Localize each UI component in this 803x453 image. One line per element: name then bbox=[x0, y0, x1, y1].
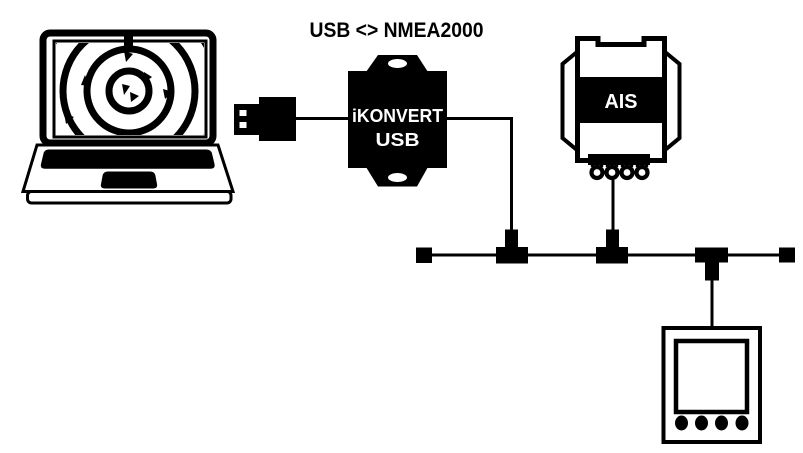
converter-drop-cable bbox=[447, 117, 513, 232]
radar-target-blip bbox=[81, 75, 89, 86]
laptop-keyboard bbox=[40, 149, 215, 169]
ais-label: AIS bbox=[605, 91, 638, 113]
t-connector-base bbox=[596, 247, 628, 264]
cable-gland bbox=[634, 161, 650, 181]
usb-plug-tip bbox=[234, 104, 260, 135]
usb-plug-icon bbox=[234, 97, 349, 141]
t-connector-1 bbox=[496, 229, 528, 264]
t-connector-stem bbox=[505, 229, 518, 248]
mounting-flange-left bbox=[560, 47, 579, 155]
instrument-display bbox=[661, 326, 762, 444]
ais-label-band bbox=[575, 77, 667, 123]
display-button bbox=[735, 415, 749, 431]
display-button bbox=[715, 415, 728, 431]
radar-target-blip bbox=[130, 92, 139, 102]
backbone-terminator-left bbox=[416, 247, 432, 263]
nmea2000-backbone bbox=[416, 229, 795, 330]
t-connector-base bbox=[496, 247, 528, 264]
cable-gland bbox=[604, 161, 620, 181]
t-connector-3 bbox=[695, 247, 728, 281]
radar-ring bbox=[59, 43, 199, 135]
radar-display bbox=[56, 43, 204, 135]
display-button bbox=[675, 415, 688, 431]
usb-plug-body bbox=[259, 97, 296, 141]
ikonvert-usb-converter: iKONVERT USB bbox=[348, 55, 513, 232]
ais-transponder: AIS bbox=[560, 36, 682, 232]
converter-body bbox=[348, 71, 447, 168]
webcam-notch bbox=[124, 36, 133, 46]
radar-ring bbox=[105, 67, 153, 115]
radar-target-blip bbox=[64, 113, 74, 124]
usb-contact bbox=[239, 122, 247, 128]
mounting-flange-right bbox=[663, 47, 682, 155]
mounting-hole-top bbox=[388, 59, 407, 68]
terminal-block bbox=[588, 154, 650, 165]
mounting-hole-bottom bbox=[388, 173, 407, 182]
radar-target-blip bbox=[144, 72, 152, 83]
radar-target-blip bbox=[163, 89, 173, 99]
laptop-front-edge bbox=[26, 190, 233, 205]
radar-target-blip bbox=[124, 51, 133, 62]
diagram-title: USB <> NMEA2000 bbox=[310, 19, 484, 42]
cable-gland bbox=[589, 161, 605, 181]
display-button bbox=[695, 415, 708, 431]
t-connector-stem bbox=[705, 262, 719, 281]
usb-contact bbox=[239, 110, 247, 116]
backbone-terminator-right bbox=[779, 247, 795, 263]
laptop bbox=[20, 29, 236, 205]
t-connector-stem bbox=[606, 229, 619, 248]
t-connector-2 bbox=[596, 229, 628, 264]
converter-label-line2: USB bbox=[376, 130, 420, 150]
cable-glands bbox=[589, 161, 650, 181]
radar-target-blip bbox=[122, 84, 130, 95]
converter-label-line1: iKONVERT bbox=[352, 106, 443, 126]
laptop-trackpad bbox=[100, 171, 158, 189]
cable-gland bbox=[619, 161, 635, 181]
radar-ring bbox=[83, 45, 175, 135]
t-connector-base bbox=[695, 247, 728, 263]
display-screen bbox=[673, 338, 750, 415]
